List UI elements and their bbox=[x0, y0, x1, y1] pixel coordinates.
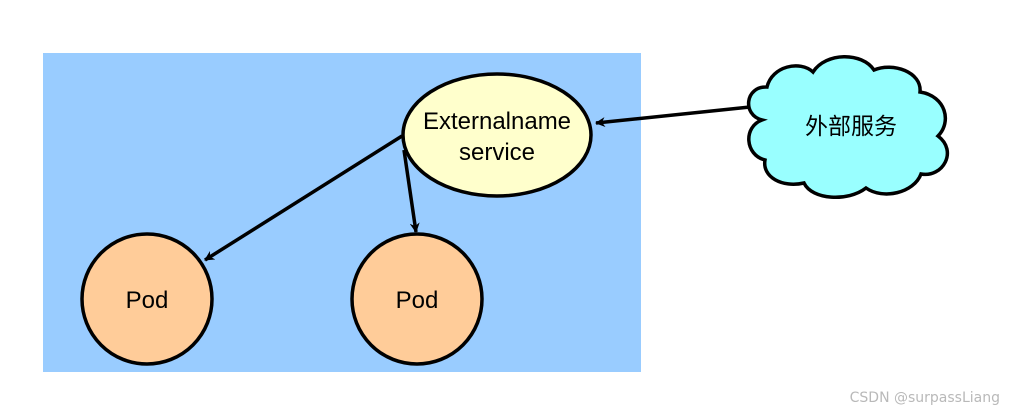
pod-circle bbox=[350, 232, 484, 366]
service-label-line2: service bbox=[459, 139, 535, 166]
service-ellipse bbox=[401, 72, 593, 198]
pod-label: Pod bbox=[126, 287, 169, 314]
arrow-service-to-pod-right bbox=[402, 149, 420, 233]
external-service-label: 外部服务 bbox=[805, 114, 897, 140]
arrow-external-to-service bbox=[595, 105, 751, 128]
externalname-service-node: Externalname service bbox=[401, 72, 593, 198]
external-service-cloud: 外部服务 bbox=[746, 55, 950, 200]
watermark-text: CSDN @surpassLiang bbox=[849, 390, 1000, 406]
arrow-service-to-pod-left bbox=[204, 134, 403, 262]
pod-node-left: Pod bbox=[80, 232, 214, 366]
pod-node-right: Pod bbox=[350, 232, 484, 366]
pod-circle bbox=[80, 232, 214, 366]
service-label-line1: Externalname bbox=[423, 108, 571, 135]
cloud-shape bbox=[746, 55, 950, 200]
pod-label: Pod bbox=[396, 287, 439, 314]
